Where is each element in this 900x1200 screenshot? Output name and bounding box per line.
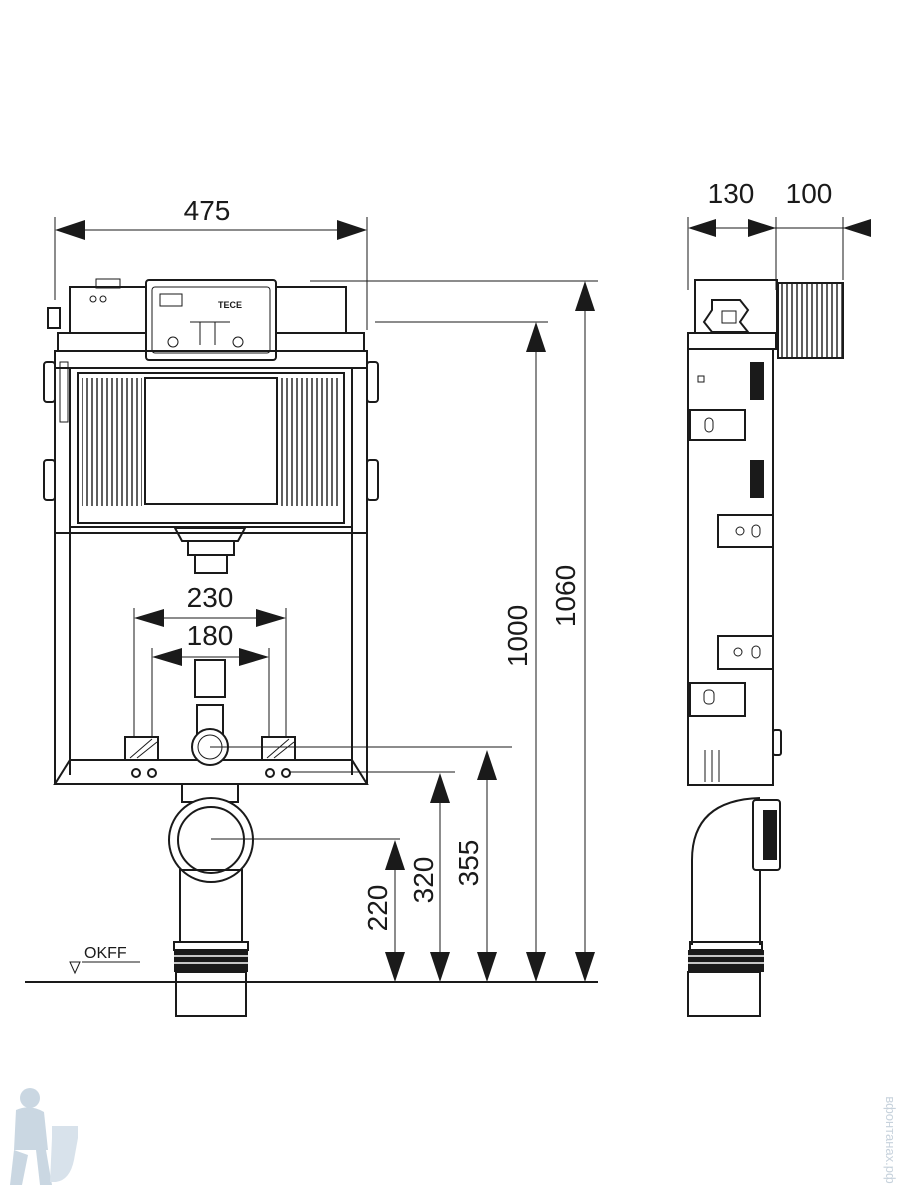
dim-label-1000: 1000	[502, 605, 533, 667]
dim-label-130: 130	[708, 178, 755, 209]
dim-distance-inner: 180	[151, 620, 270, 738]
dim-distance-outer: 230	[133, 582, 287, 738]
dim-label-1060: 1060	[550, 565, 581, 627]
plumber-logo-icon	[10, 1088, 78, 1185]
dim-label-475: 475	[184, 195, 231, 226]
dim-depth: 130 100	[687, 178, 871, 290]
dim-height-total: 1060	[310, 280, 598, 982]
dim-height-frame: 1000	[375, 321, 548, 982]
front-view: TECE	[43, 278, 379, 1017]
dim-label-355: 355	[453, 840, 484, 887]
dim-label-100: 100	[786, 178, 833, 209]
brand-logo-text: TECE	[218, 300, 242, 310]
dim-width-total: 475	[54, 195, 368, 330]
dim-height-connect-high: 355	[210, 746, 512, 982]
dim-height-drain: 220	[211, 838, 405, 982]
dim-label-220: 220	[362, 885, 393, 932]
dim-label-320: 320	[408, 857, 439, 904]
floor-level-label: OKFF	[84, 945, 127, 962]
dim-height-connect-low: 320	[290, 771, 455, 982]
watermark-text: вфонтанах.рф	[883, 1096, 898, 1184]
side-view	[687, 279, 844, 1017]
dim-label-230: 230	[187, 582, 234, 613]
floor-level: OKFF	[25, 945, 598, 983]
dim-label-180: 180	[187, 620, 234, 651]
